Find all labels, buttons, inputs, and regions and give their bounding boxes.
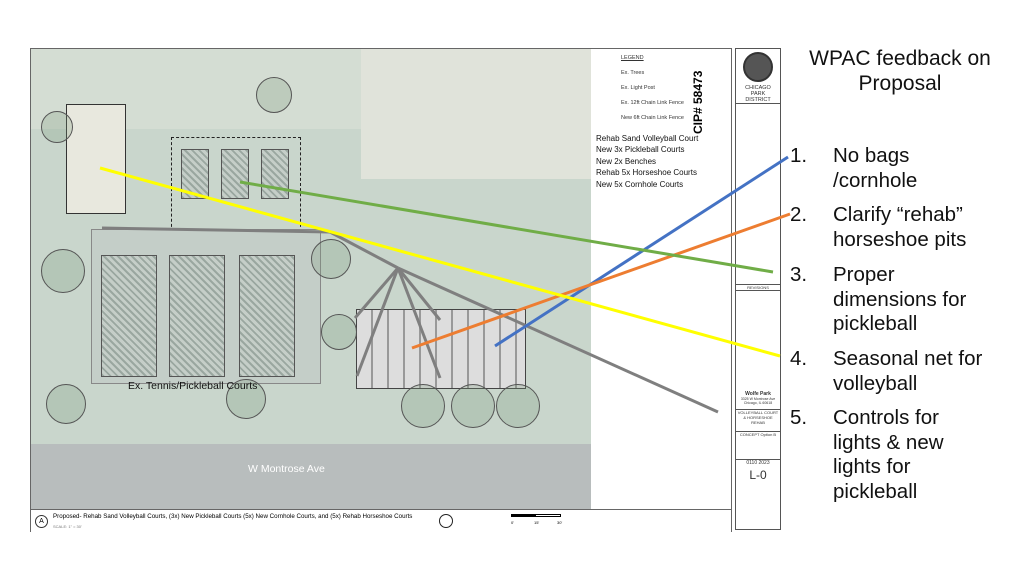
- drawing-caption: A Proposed- Rehab Sand Volleyball Courts…: [31, 509, 731, 532]
- gray-arrow: [397, 266, 719, 414]
- legend-item: Ex. 12ft Chain Link Fence: [621, 100, 684, 106]
- legend-title: LEGEND: [621, 55, 644, 61]
- item-number: 5.: [790, 406, 808, 429]
- scale-tick: 0': [511, 520, 514, 525]
- caption-text: Proposed- Rehab Sand Volleyball Courts, …: [53, 513, 413, 520]
- park-district-seal-icon: [743, 52, 773, 82]
- green-arrow: [239, 180, 774, 274]
- site-plan: Ex. Tennis/Pickleball Courts W Montrose …: [30, 48, 732, 532]
- yellow-arrow: [99, 166, 781, 358]
- volleyball-court: [66, 104, 126, 214]
- legend: LEGEND Ex. Trees Ex. Light Post Ex. 12ft…: [621, 55, 684, 130]
- org-name: CHICAGO PARK DISTRICT: [736, 85, 780, 104]
- item-text: Clarify “rehab” horseshoe pits: [833, 203, 967, 251]
- project-name: VOLLEYBALL COURT & HORSESHOE REHAB: [736, 409, 780, 425]
- address: 3325 W Montrose Ave Chicago, IL 60618: [740, 397, 776, 405]
- callout: Rehab Sand Volleyball Court: [596, 134, 699, 143]
- tennis-court: [169, 255, 225, 377]
- callout: New 2x Benches: [596, 156, 657, 166]
- legend-item: Ex. Light Post: [621, 85, 655, 91]
- detail-marker: A: [35, 515, 48, 528]
- callout: Rehab 5x Horseshoe Courts: [596, 168, 697, 178]
- scale-tick: 30': [557, 520, 563, 525]
- north-arrow-icon: [439, 514, 453, 528]
- feedback-item: 2. Clarify “rehab” horseshoe pits: [790, 203, 1003, 252]
- park-name: Wolfe Park: [745, 391, 771, 397]
- gray-arrow: [329, 230, 399, 270]
- gray-arrow: [353, 267, 400, 319]
- feedback-item: 1. No bags /cornhole: [790, 144, 940, 193]
- gray-arrow: [101, 226, 331, 234]
- scale-text: SCALE: 1" = 30': [53, 524, 82, 529]
- horseshoe-cornhole-area: [356, 309, 526, 389]
- callout: New 3x Pickleball Courts: [596, 145, 685, 155]
- gray-arrow: [396, 267, 442, 379]
- item-number: 4.: [790, 347, 808, 370]
- item-number: 1.: [790, 144, 808, 167]
- callout: New 5x Cornhole Courts: [596, 179, 684, 189]
- feedback-item: 3. Proper dimensions for pickleball: [790, 263, 1003, 337]
- revisions: REVISIONS: [736, 284, 780, 291]
- gray-arrow: [396, 267, 442, 321]
- item-text: Seasonal net for volleyball: [833, 347, 983, 395]
- scale-tick: 15': [534, 520, 540, 525]
- phase: CONCEPT Option B: [736, 431, 780, 437]
- aerial-map: Ex. Tennis/Pickleball Courts W Montrose …: [31, 49, 591, 509]
- feedback-item: 5. Controls for lights & new lights for p…: [790, 406, 973, 504]
- slide-title: WPAC feedback on Proposal: [809, 47, 991, 95]
- callouts: Rehab Sand Volleyball Court New 3x Pickl…: [596, 133, 698, 190]
- orange-arrow: [411, 212, 791, 350]
- street-label: W Montrose Ave: [248, 463, 325, 475]
- scale-bar: [511, 514, 561, 517]
- item-number: 3.: [790, 263, 808, 286]
- item-text: Proper dimensions for pickleball: [833, 263, 967, 335]
- tennis-court: [101, 255, 157, 377]
- tennis-courts-label: Ex. Tennis/Pickleball Courts: [128, 380, 258, 392]
- item-number: 2.: [790, 203, 808, 226]
- street: [31, 444, 591, 509]
- gray-arrow: [355, 267, 400, 377]
- sheet-number: L-0: [749, 468, 767, 482]
- legend-item: Ex. Trees: [621, 70, 645, 76]
- blue-arrow: [494, 155, 789, 348]
- project-number: 0110 2023: [736, 459, 780, 466]
- item-text: No bags /cornhole: [833, 144, 918, 192]
- item-text: Controls for lights & new lights for pic…: [833, 406, 944, 503]
- legend-item: New 6ft Chain Link Fence: [621, 115, 684, 121]
- tennis-court: [239, 255, 295, 377]
- title-block: CHICAGO PARK DISTRICT REVISIONS Wolfe Pa…: [735, 48, 781, 530]
- feedback-panel: WPAC feedback on Proposal 1. No bags /cor…: [790, 46, 1020, 503]
- feedback-item: 4. Seasonal net for volleyball: [790, 347, 983, 396]
